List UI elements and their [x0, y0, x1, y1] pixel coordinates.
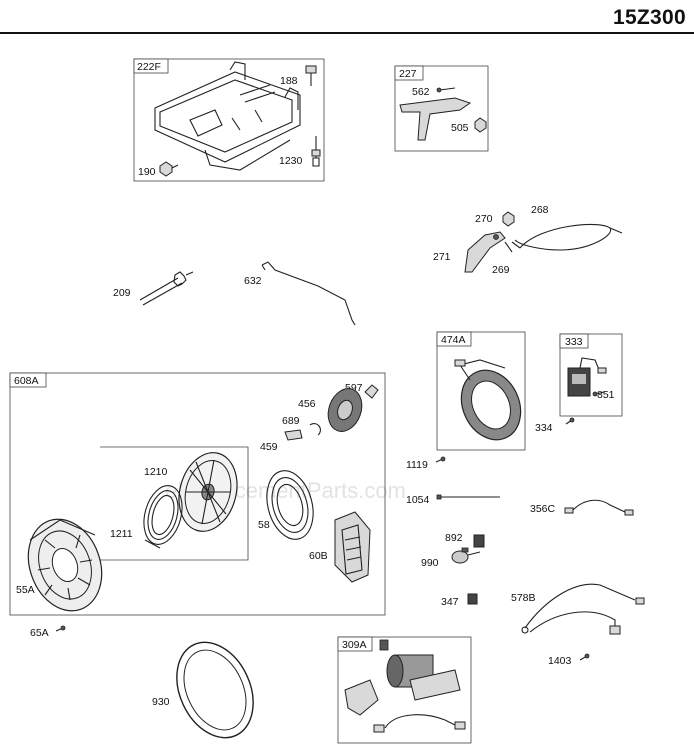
part-930-screen[interactable]: [162, 630, 268, 750]
box-333-tag: [559, 333, 589, 349]
box-474A: [436, 331, 526, 451]
part-60B-handle[interactable]: [334, 511, 371, 583]
label-990: 990: [421, 557, 439, 569]
label-930: 930: [152, 696, 170, 708]
label-456: 456: [298, 398, 316, 410]
part-892-fuse[interactable]: [473, 534, 485, 548]
part-505-nut[interactable]: [474, 117, 487, 133]
part-269-spring[interactable]: [504, 241, 513, 253]
label-334: 334: [535, 422, 553, 434]
part-632-governor-link[interactable]: [261, 261, 356, 326]
part-271-lever[interactable]: [464, 231, 506, 273]
part-334-screw[interactable]: [565, 417, 575, 425]
part-268-cable[interactable]: [511, 223, 623, 251]
box-474A-tag: [436, 331, 472, 347]
label-689: 689: [282, 415, 300, 427]
part-1119-screw[interactable]: [435, 456, 446, 463]
label-55A: 55A: [16, 584, 35, 596]
label-1210: 1210: [144, 466, 168, 478]
label-459: 459: [260, 441, 278, 453]
box-333: [559, 333, 623, 417]
part-starter-harness[interactable]: [373, 714, 466, 733]
part-990-key-switch[interactable]: [451, 547, 481, 564]
label-268: 268: [531, 204, 549, 216]
part-brake-bracket[interactable]: [399, 87, 472, 141]
label-1230: 1230: [279, 155, 303, 167]
box-222F: [133, 58, 325, 182]
part-356C-harness[interactable]: [564, 499, 634, 516]
part-347-fuse-holder[interactable]: [467, 593, 478, 605]
label-562: 562: [412, 86, 430, 98]
label-1119: 1119: [406, 459, 428, 471]
part-1230-stud[interactable]: [311, 136, 321, 167]
box-222F-label: 222F: [137, 61, 161, 73]
label-1403: 1403: [548, 655, 572, 667]
label-1054: 1054: [406, 494, 430, 506]
part-270-nut[interactable]: [502, 211, 515, 227]
box-474A-label: 474A: [441, 334, 466, 346]
part-58-spring[interactable]: [260, 465, 321, 544]
label-209: 209: [113, 287, 131, 299]
label-270: 270: [475, 213, 493, 225]
part-65A-screw[interactable]: [55, 625, 66, 632]
label-188: 188: [280, 75, 298, 87]
part-rectifier[interactable]: [567, 357, 607, 397]
label-356C: 356C: [530, 503, 556, 515]
label-65A: 65A: [30, 627, 49, 639]
box-227-label: 227: [399, 68, 417, 80]
part-55A-starter-housing[interactable]: [16, 509, 114, 621]
part-578B-harness[interactable]: [521, 583, 645, 635]
label-505: 505: [451, 122, 469, 134]
model-number: 15Z300: [612, 6, 686, 29]
part-engine-frame[interactable]: [154, 61, 301, 171]
box-227-tag: [394, 65, 424, 81]
label-190: 190: [138, 166, 156, 178]
part-1403-screw[interactable]: [579, 653, 590, 661]
box-309A-tag: [337, 636, 373, 652]
box-222F-tag: [133, 58, 169, 74]
box-227: [394, 65, 489, 152]
part-597-retainer[interactable]: [364, 384, 379, 399]
box-309A-label: 309A: [342, 639, 367, 651]
label-269: 269: [492, 264, 510, 276]
label-347: 347: [441, 596, 459, 608]
part-starter-motor[interactable]: [344, 639, 461, 716]
part-209-governor-spring[interactable]: [139, 271, 194, 306]
label-1211: 1211: [110, 528, 133, 540]
part-stator[interactable]: [450, 359, 531, 449]
part-188-bolt[interactable]: [305, 65, 317, 86]
box-608A: [9, 372, 386, 616]
box-309A: [337, 636, 472, 744]
label-60B: 60B: [309, 550, 328, 562]
box-608A-tag: [9, 372, 47, 388]
part-459-pawl[interactable]: [284, 429, 303, 441]
label-851: 851: [597, 389, 615, 401]
label-271: 271: [433, 251, 451, 263]
part-1210-pulley[interactable]: [171, 446, 246, 538]
label-632: 632: [244, 275, 262, 287]
label-578B: 578B: [511, 592, 536, 604]
part-689-clip[interactable]: [309, 423, 321, 436]
part-851-screw[interactable]: [592, 391, 605, 397]
label-892: 892: [445, 532, 463, 544]
part-1211-rope[interactable]: [138, 481, 188, 549]
box-608A-label: 608A: [14, 375, 39, 387]
header-rule: [0, 32, 694, 34]
part-456-pawl-plate[interactable]: [322, 384, 367, 436]
inner-box-pulley: [100, 446, 249, 561]
box-333-label: 333: [565, 336, 583, 348]
part-190-nut[interactable]: [159, 161, 179, 177]
label-58: 58: [258, 519, 270, 531]
part-1054-tie[interactable]: [436, 494, 500, 500]
